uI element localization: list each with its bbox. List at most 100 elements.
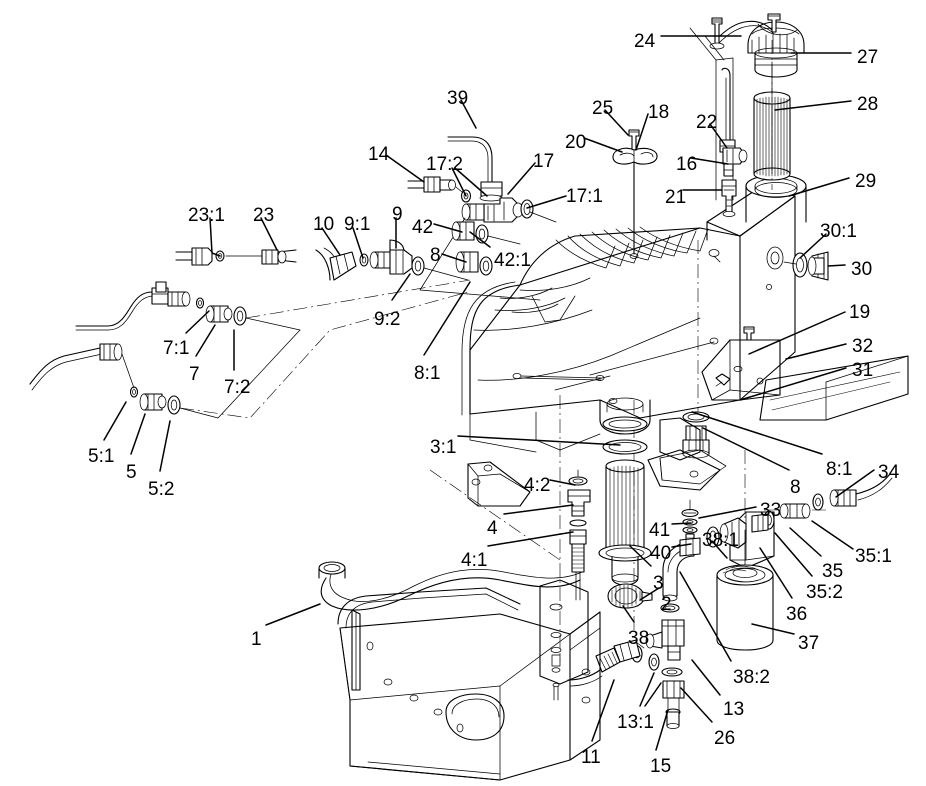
- callout-14[interactable]: 14: [368, 144, 390, 165]
- reservoir-cap-27: [747, 21, 805, 78]
- callout-2[interactable]: 2: [661, 594, 672, 615]
- leader-4: [503, 504, 574, 515]
- callout-1[interactable]: 1: [251, 629, 262, 650]
- callout-8[interactable]: 8: [430, 245, 441, 266]
- callout-11[interactable]: 11: [581, 747, 601, 768]
- callout-23[interactable]: 23: [253, 205, 275, 226]
- leader-11: [591, 679, 615, 742]
- leader-5: [130, 413, 146, 455]
- callout-9-2[interactable]: 9:2: [374, 309, 401, 330]
- callout-13-1[interactable]: 13:1: [617, 712, 654, 733]
- callout-30[interactable]: 30: [851, 259, 873, 280]
- callout-10[interactable]: 10: [313, 214, 335, 235]
- suction-strainer-3: [598, 439, 652, 601]
- leader-8-1b: [691, 411, 823, 455]
- callout-29[interactable]: 29: [855, 171, 877, 192]
- tank-fill-neck: [745, 174, 807, 223]
- callout-16[interactable]: 16: [676, 154, 698, 175]
- callout-21[interactable]: 21: [665, 187, 687, 208]
- callout-28[interactable]: 28: [857, 94, 879, 115]
- leader-4-1: [487, 531, 574, 547]
- leader-15: [655, 709, 669, 751]
- callout-30-1[interactable]: 30:1: [820, 221, 857, 242]
- callout-36[interactable]: 36: [786, 604, 808, 625]
- callout-3-1[interactable]: 3:1: [430, 437, 457, 458]
- hose-clamp-18: [612, 129, 658, 259]
- leader-2: [639, 587, 660, 601]
- leader-8b: [702, 427, 790, 471]
- leader-41: [671, 522, 692, 525]
- callout-25[interactable]: 25: [592, 98, 614, 119]
- callout-35-1[interactable]: 35:1: [855, 546, 892, 567]
- callout-37[interactable]: 37: [798, 633, 820, 654]
- callout-32[interactable]: 32: [852, 336, 874, 357]
- callout-8-1[interactable]: 8:1: [826, 459, 853, 480]
- callout-5-2[interactable]: 5:2: [148, 479, 175, 500]
- callout-20[interactable]: 20: [565, 132, 587, 153]
- callout-18[interactable]: 18: [648, 102, 670, 123]
- leader-35-1: [811, 520, 854, 550]
- callout-9-1[interactable]: 9:1: [344, 214, 371, 235]
- callout-5-1[interactable]: 5:1: [88, 446, 115, 467]
- callout-15[interactable]: 15: [650, 756, 672, 777]
- callout-38[interactable]: 38: [628, 628, 650, 649]
- leader-33: [698, 506, 757, 519]
- callout-39[interactable]: 39: [447, 88, 469, 109]
- callout-9[interactable]: 9: [392, 204, 403, 225]
- callout-13[interactable]: 13: [723, 699, 745, 720]
- callout-42[interactable]: 42: [412, 217, 434, 238]
- callout-19[interactable]: 19: [849, 302, 871, 323]
- o-ring-3-1: [602, 416, 648, 432]
- callout-24[interactable]: 24: [634, 31, 656, 52]
- fitting-23-assembly: [175, 247, 297, 266]
- callout-4[interactable]: 4: [487, 518, 498, 539]
- leader-38-2: [679, 571, 732, 662]
- leader-13: [691, 659, 721, 696]
- callout-40[interactable]: 40: [650, 543, 672, 564]
- callout-5[interactable]: 5: [126, 462, 137, 483]
- callout-17[interactable]: 17: [533, 151, 555, 172]
- leader-17-2: [451, 167, 467, 197]
- callout-22[interactable]: 22: [696, 112, 718, 133]
- leader-14: [385, 154, 425, 183]
- chassis-frame: [337, 587, 601, 781]
- leader-7: [195, 324, 216, 357]
- callout-27[interactable]: 27: [857, 47, 879, 68]
- leader-23: [260, 217, 278, 251]
- callout-8[interactable]: 8: [790, 477, 801, 498]
- plug-30-assembly: [783, 251, 829, 281]
- callout-7[interactable]: 7: [189, 364, 200, 385]
- leader-40: [671, 543, 692, 548]
- callout-17-1[interactable]: 17:1: [566, 186, 603, 207]
- callout-31[interactable]: 31: [852, 360, 874, 381]
- leader-19: [748, 311, 846, 355]
- callout-38-1[interactable]: 38:1: [702, 530, 739, 551]
- callout-17-2[interactable]: 17:2: [426, 154, 463, 175]
- callout-34[interactable]: 34: [878, 462, 900, 483]
- callout-35-2[interactable]: 35:2: [806, 582, 843, 603]
- callout-41[interactable]: 41: [649, 520, 671, 541]
- fitting-42-assembly: [451, 221, 521, 245]
- filter-head-36: [706, 511, 775, 569]
- callout-4-2[interactable]: 4:2: [524, 475, 551, 496]
- leader-17-2b: [454, 167, 488, 197]
- leader-4-2: [549, 479, 576, 486]
- elbow-38-2-group: [631, 537, 701, 729]
- callout-33[interactable]: 33: [760, 500, 782, 521]
- callout-38-2[interactable]: 38:2: [733, 667, 770, 688]
- callout-7-1[interactable]: 7:1: [163, 338, 190, 359]
- leader-28: [774, 100, 852, 111]
- callout-23-1[interactable]: 23:1: [188, 205, 225, 226]
- leader-38-1: [711, 540, 728, 559]
- leader-20: [583, 137, 623, 153]
- leader-17: [507, 162, 536, 195]
- callout-7-2[interactable]: 7:2: [224, 377, 251, 398]
- callout-42-1[interactable]: 42:1: [494, 250, 531, 271]
- callout-4-1[interactable]: 4:1: [461, 550, 488, 571]
- callout-3[interactable]: 3: [653, 573, 664, 594]
- callout-26[interactable]: 26: [714, 728, 736, 749]
- callout-35[interactable]: 35: [822, 561, 844, 582]
- leader-39: [460, 99, 477, 129]
- callout-8-1[interactable]: 8:1: [414, 363, 441, 384]
